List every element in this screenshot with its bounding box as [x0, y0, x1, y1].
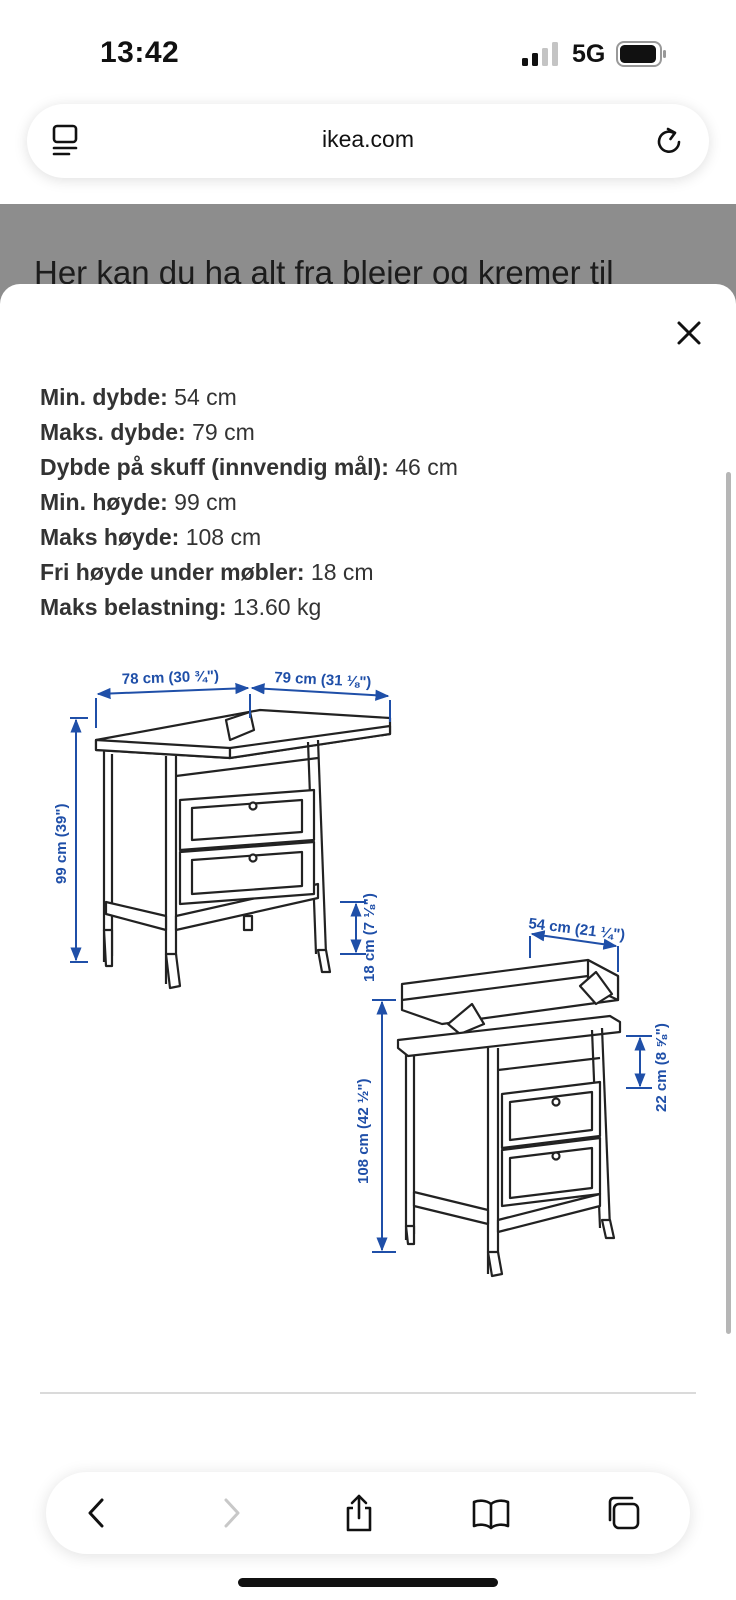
spec-label: Min. dybde: [40, 384, 168, 410]
spec-row: Maks høyde: 108 cm [40, 520, 700, 555]
chevron-left-icon[interactable] [76, 1492, 118, 1534]
spec-label: Min. høyde: [40, 489, 168, 515]
status-time: 13:42 [100, 36, 180, 69]
spec-row: Min. høyde: 99 cm [40, 485, 700, 520]
dim-height-max-label: 108 cm (42 ½") [355, 1078, 372, 1184]
measurements-sheet: Min. dybde: 54 cm Maks. dybde: 79 cm Dyb… [0, 284, 736, 1600]
book-icon[interactable] [470, 1492, 512, 1534]
spec-label: Maks høyde: [40, 524, 180, 550]
browser-toolbar [46, 1472, 690, 1554]
dim-depth-max-label: 79 cm (31 ⅛") [274, 669, 372, 691]
spec-row: Fri høyde under møbler: 18 cm [40, 555, 700, 590]
home-indicator [238, 1578, 498, 1587]
tabs-icon[interactable] [602, 1492, 644, 1534]
spec-value: 99 cm [174, 489, 237, 515]
close-icon[interactable] [670, 314, 708, 352]
scrollbar[interactable] [726, 472, 731, 1334]
url-text[interactable]: ikea.com [321, 126, 415, 152]
spec-value: 46 cm [395, 454, 458, 480]
spec-label: Dybde på skuff (innvendig mål): [40, 454, 389, 480]
spec-row: Dybde på skuff (innvendig mål): 46 cm [40, 450, 700, 485]
spec-label: Fri høyde under møbler: [40, 559, 305, 585]
network-type: 5G [572, 40, 606, 68]
spec-value: 79 cm [192, 419, 255, 445]
spec-value: 54 cm [174, 384, 237, 410]
changing-table-raised [396, 958, 622, 1278]
spec-value: 108 cm [185, 524, 262, 550]
dimension-drawing: 78 cm (30 ¾") 79 cm (31 ⅛") 99 cm (39") … [53, 668, 670, 1278]
reader-icon[interactable] [51, 124, 81, 158]
dim-clearance-label: 18 cm (7 ⅛") [361, 893, 378, 982]
battery-icon [616, 41, 666, 67]
address-bar[interactable]: ikea.com [27, 104, 709, 178]
changing-table-open [94, 708, 392, 990]
divider [40, 1392, 696, 1394]
status-bar: 13:42 5G [0, 0, 736, 100]
spec-label: Maks. dybde: [40, 419, 186, 445]
chevron-right-icon[interactable] [210, 1492, 252, 1534]
spec-value: 18 cm [310, 559, 374, 585]
dim-width-label: 78 cm (30 ¾") [122, 668, 220, 688]
reload-icon[interactable] [653, 125, 685, 157]
signal-icon [522, 42, 558, 66]
spec-row: Maks belastning: 13.60 kg [40, 590, 700, 625]
spec-row: Maks. dybde: 79 cm [40, 415, 700, 450]
dim-height-min-label: 99 cm (39") [53, 804, 70, 885]
spec-value: 13.60 kg [233, 594, 322, 620]
spec-label: Maks belastning: [40, 594, 227, 620]
share-icon[interactable] [338, 1492, 380, 1534]
spec-list: Min. dybde: 54 cm Maks. dybde: 79 cm Dyb… [40, 380, 700, 625]
dim-raised-edge-label: 22 cm (8 ⅝") [653, 1023, 670, 1112]
spec-row: Min. dybde: 54 cm [40, 380, 700, 415]
